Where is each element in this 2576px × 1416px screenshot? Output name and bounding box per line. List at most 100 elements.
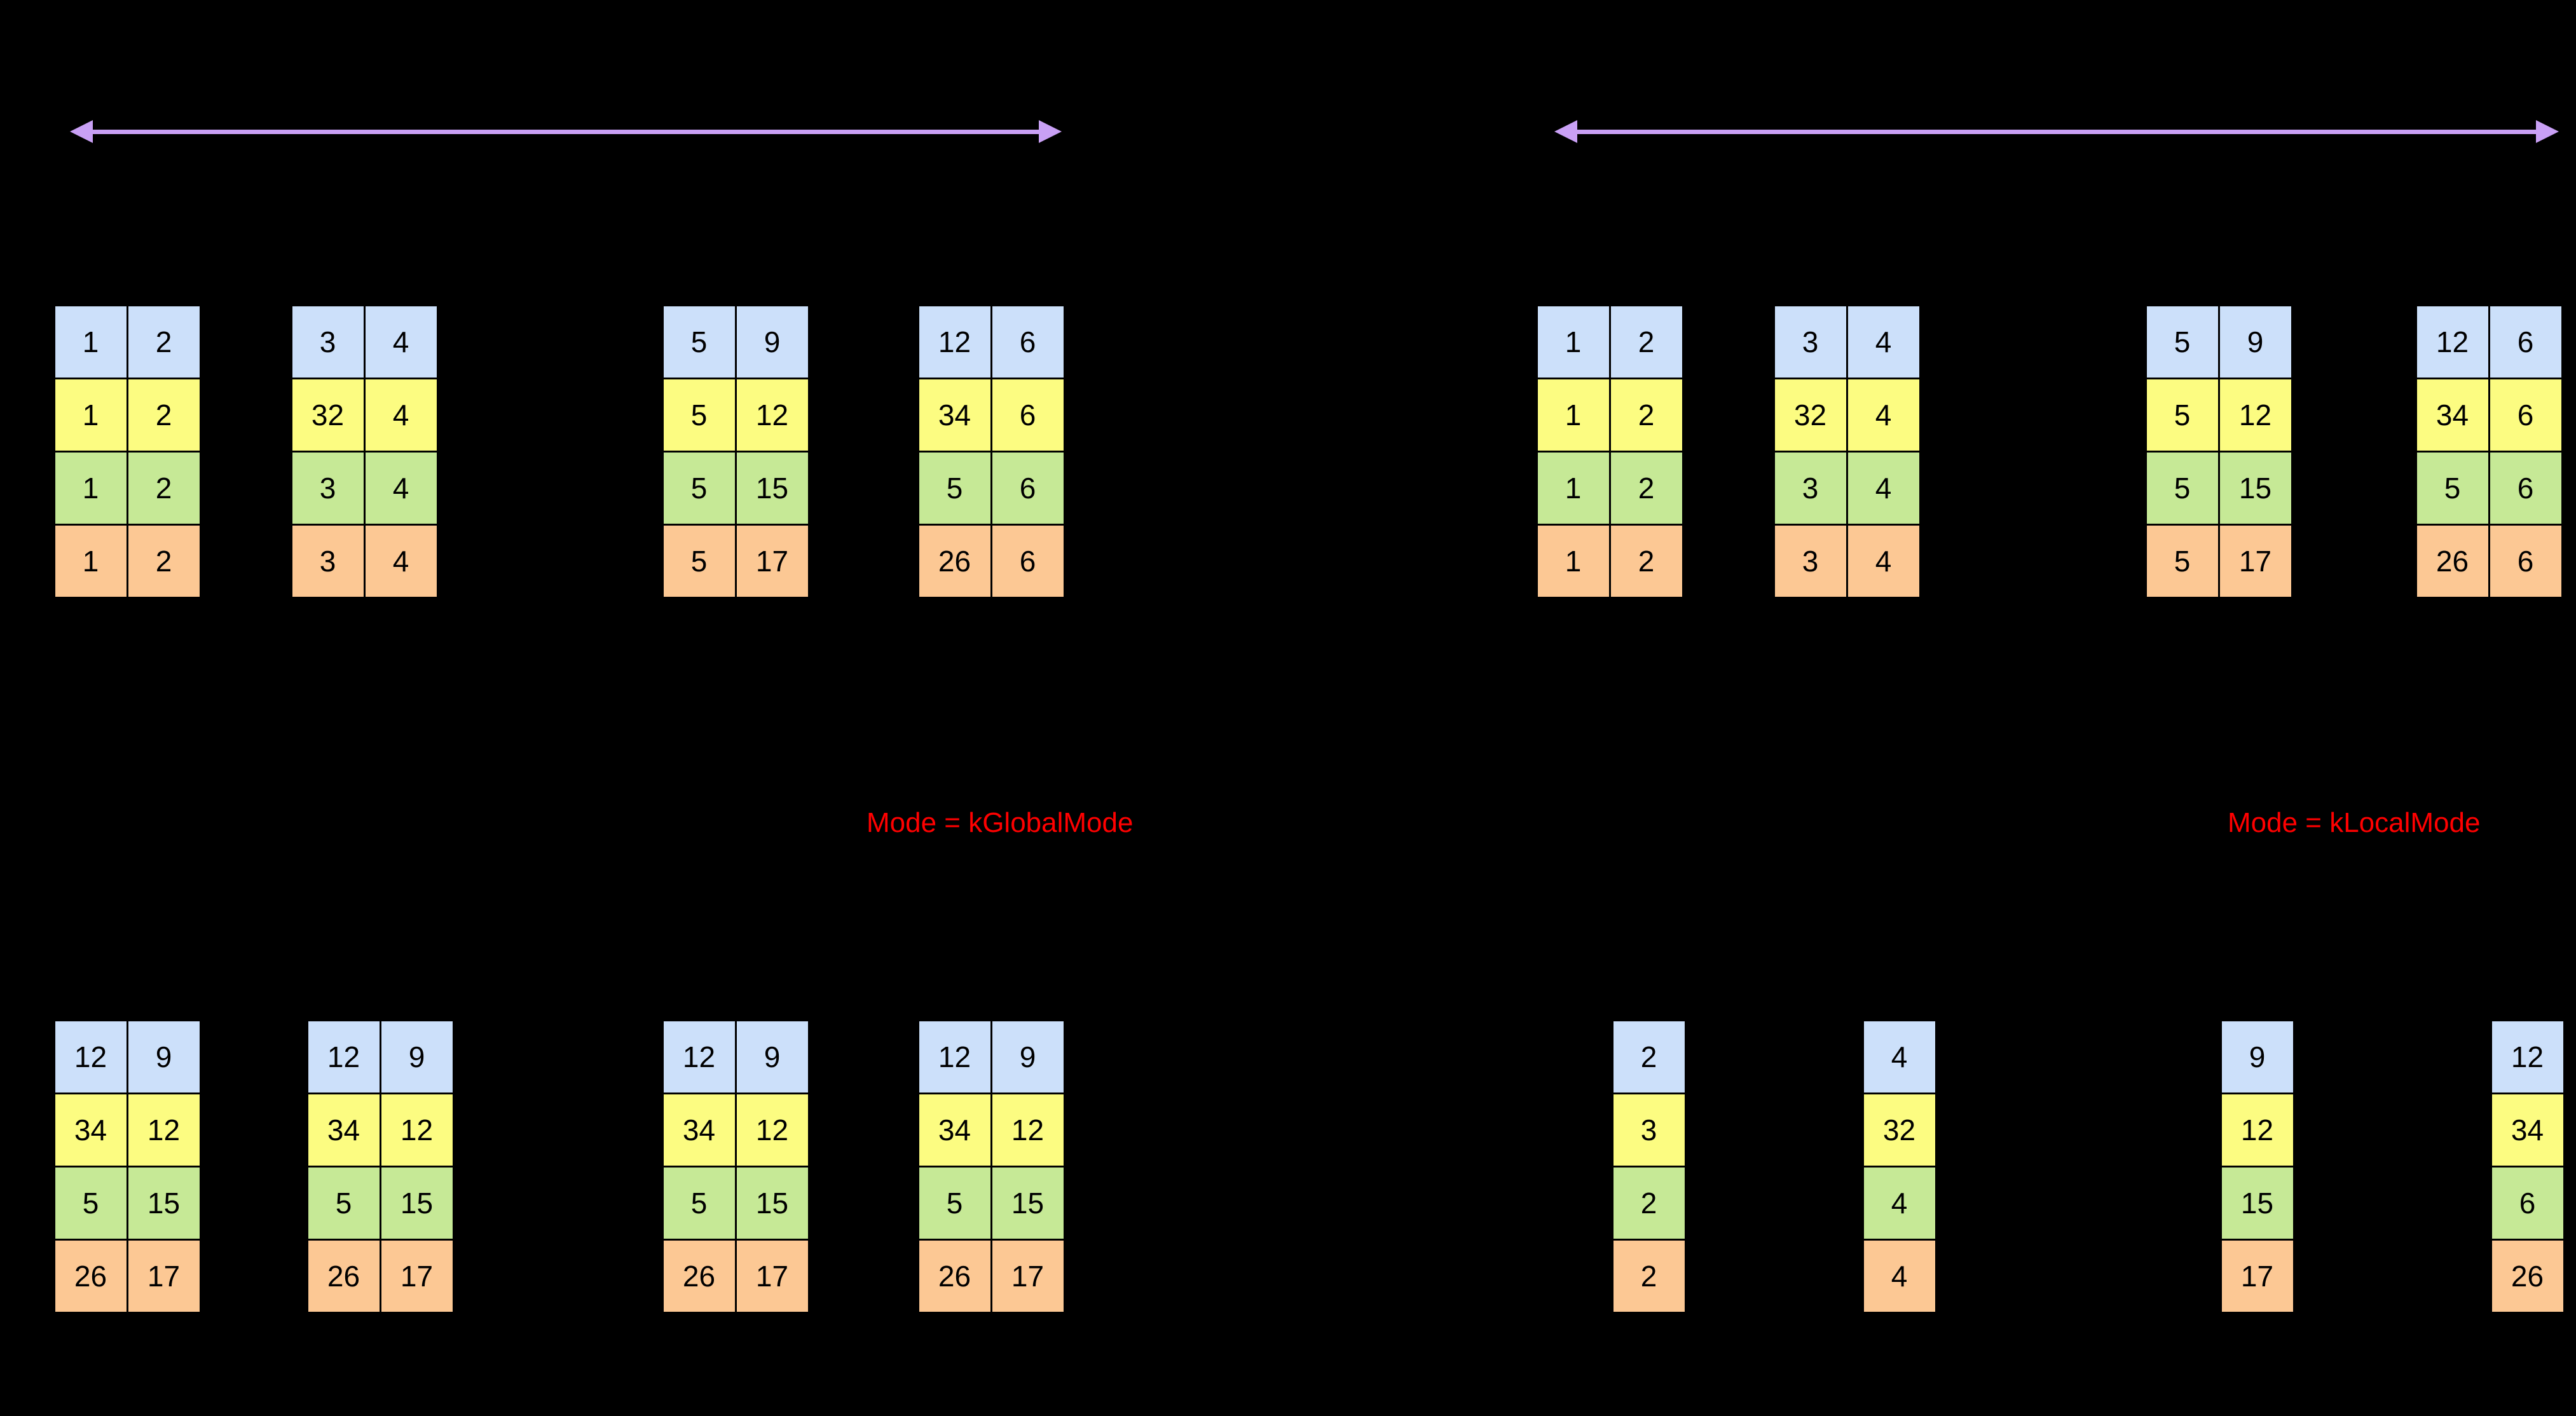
table-row: 15: [2219, 1165, 2295, 1241]
table-cell: 4: [363, 523, 439, 599]
table-cell: 17: [734, 523, 810, 599]
table-cell: 4: [1846, 304, 1921, 379]
table-cell: 12: [2415, 304, 2490, 379]
table-cell: 6: [990, 377, 1065, 453]
table-cell: 15: [379, 1165, 455, 1241]
table-cell: 17: [126, 1238, 202, 1314]
table-cell: 6: [2488, 377, 2563, 453]
table-cell: 4: [363, 450, 439, 526]
table-cell: 1: [53, 304, 128, 379]
table-cell: 1: [53, 377, 128, 453]
table-row: 4: [1861, 1019, 1937, 1094]
table-cell: 4: [1846, 523, 1921, 599]
table-cell: 12: [917, 304, 992, 379]
table-cell: 34: [2490, 1092, 2565, 1168]
table-cell: 12: [2217, 377, 2293, 453]
table-cell: 1: [1535, 450, 1611, 526]
table-cell: 34: [306, 1092, 381, 1168]
table-cell: 2: [1611, 1019, 1687, 1094]
table-cell: 6: [2488, 304, 2563, 379]
table-cell: 15: [990, 1165, 1065, 1241]
table-cell: 15: [126, 1165, 202, 1241]
table-row: 32: [1861, 1092, 1937, 1168]
table-cell: 9: [379, 1019, 455, 1094]
table-cell: 5: [2415, 450, 2490, 526]
table-cell: 9: [2217, 304, 2293, 379]
table-cell: 1: [1535, 304, 1611, 379]
table-cell: 15: [734, 450, 810, 526]
table-cell: 12: [126, 1092, 202, 1168]
table-cell: 5: [306, 1165, 381, 1241]
table-cell: 32: [1861, 1092, 1937, 1168]
table-cell: 1: [1535, 377, 1611, 453]
table-cell: 34: [661, 1092, 737, 1168]
local-span-arrow: [1554, 120, 2559, 143]
table-cell: 12: [917, 1019, 992, 1094]
table-row: 9: [2219, 1019, 2295, 1094]
table-cell: 1: [1535, 523, 1611, 599]
table-cell: 12: [306, 1019, 381, 1094]
arrow-shaft: [93, 129, 1039, 134]
table-cell: 12: [990, 1092, 1065, 1168]
local-mode-caption: Mode = kLocalMode: [2228, 807, 2481, 838]
table-cell: 34: [53, 1092, 128, 1168]
table-row: 26: [2490, 1238, 2565, 1314]
global-span-arrow: [70, 120, 1062, 143]
table-cell: 34: [2415, 377, 2490, 453]
arrow-head-left-icon: [70, 120, 93, 143]
table-cell: 5: [661, 304, 737, 379]
table-row: 34: [2490, 1092, 2565, 1168]
arrow-shaft: [1577, 129, 2536, 134]
table-cell: 3: [1772, 523, 1848, 599]
table-cell: 5: [917, 1165, 992, 1241]
table-cell: 3: [290, 304, 366, 379]
table-cell: 2: [126, 304, 202, 379]
table-cell: 2: [1608, 304, 1684, 379]
table-cell: 1: [53, 450, 128, 526]
table-row: 12: [2219, 1092, 2295, 1168]
table-cell: 2: [1608, 377, 1684, 453]
table-cell: 2: [126, 450, 202, 526]
table-cell: 5: [661, 450, 737, 526]
table-row: 2: [1611, 1165, 1687, 1241]
table-cell: 9: [126, 1019, 202, 1094]
global-mode-caption: Mode = kGlobalMode: [867, 807, 1134, 838]
table-cell: 4: [1861, 1165, 1937, 1241]
table-cell: 5: [2144, 377, 2220, 453]
table-cell: 4: [363, 377, 439, 453]
table-cell: 3: [1611, 1092, 1687, 1168]
table-cell: 26: [917, 1238, 992, 1314]
table-cell: 4: [1846, 450, 1921, 526]
table-cell: 5: [661, 523, 737, 599]
table-cell: 5: [917, 450, 992, 526]
